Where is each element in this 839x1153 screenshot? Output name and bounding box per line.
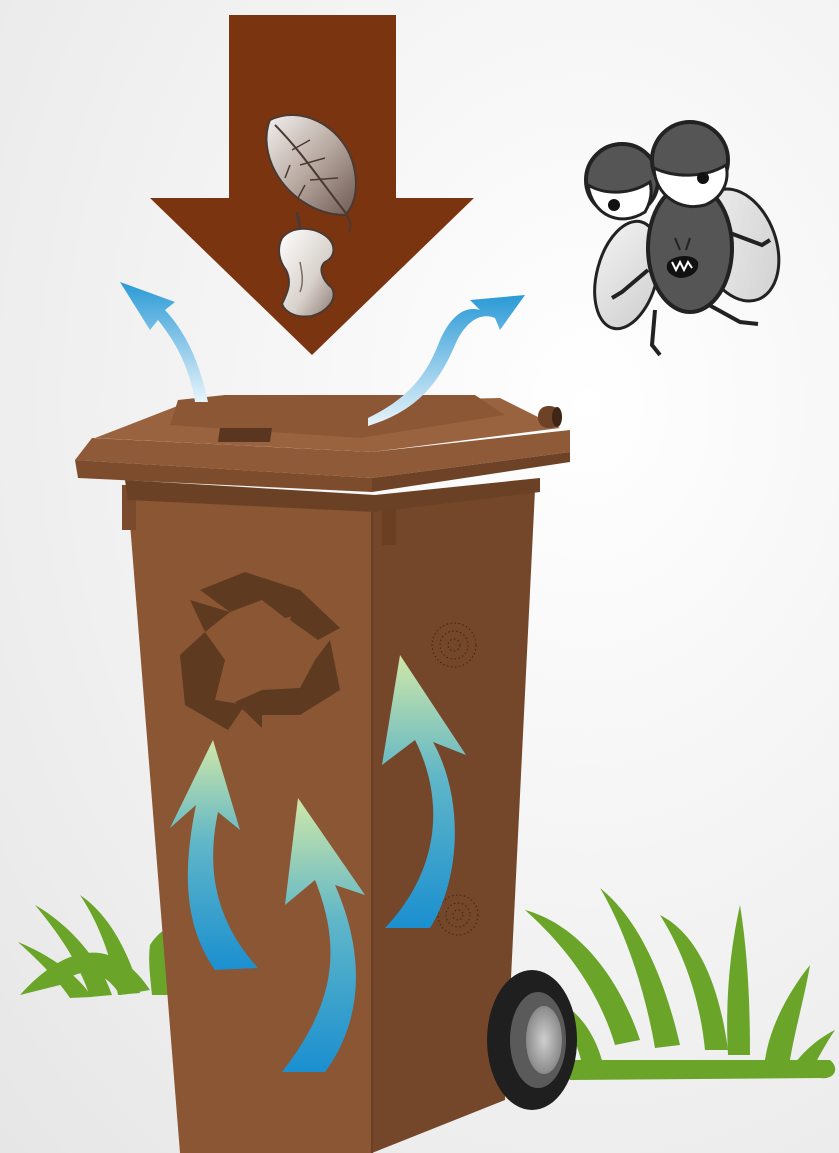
wheel-hub xyxy=(526,1006,562,1074)
lid-handle-slot xyxy=(218,428,272,442)
steam-arrow-left xyxy=(120,282,208,402)
bin-lid xyxy=(75,395,570,492)
fly-icon xyxy=(584,122,794,355)
wheel xyxy=(487,970,577,1110)
grass-left xyxy=(18,895,178,998)
